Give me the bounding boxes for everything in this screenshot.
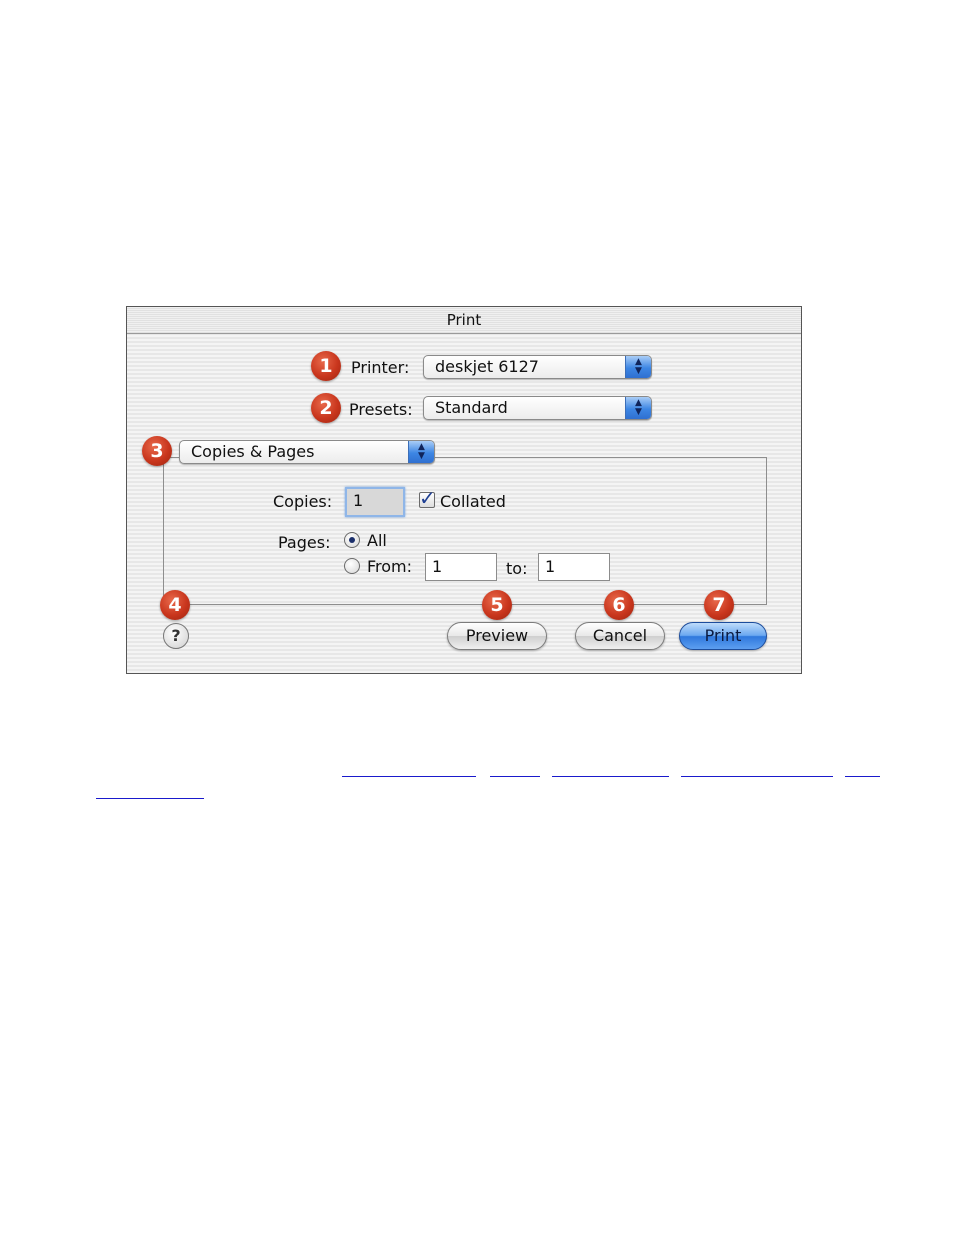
pages-from-radio[interactable] [344, 558, 360, 574]
cancel-button[interactable]: Cancel [575, 622, 665, 650]
help-icon[interactable]: ? [163, 623, 189, 649]
copies-pages-groupbox [163, 457, 767, 605]
link-2[interactable] [490, 760, 540, 777]
callout-5: 5 [482, 590, 512, 620]
link-1[interactable] [342, 760, 476, 777]
printer-label: Printer: [351, 358, 410, 377]
printer-popup[interactable]: deskjet 6127 ▲▼ [423, 355, 652, 379]
presets-popup[interactable]: Standard ▲▼ [423, 396, 652, 420]
link-3[interactable] [552, 760, 669, 777]
up-down-arrows-icon: ▲▼ [408, 441, 434, 463]
presets-label: Presets: [349, 400, 413, 419]
callout-6: 6 [604, 590, 634, 620]
up-down-arrows-icon: ▲▼ [625, 397, 651, 419]
link-4[interactable] [681, 760, 833, 777]
panel-value: Copies & Pages [191, 442, 315, 461]
up-down-arrows-icon: ▲▼ [625, 356, 651, 378]
link-5[interactable] [845, 760, 880, 777]
copies-input[interactable]: 1 [345, 487, 405, 517]
collated-checkbox[interactable]: ✓ [419, 486, 436, 510]
link-6[interactable] [96, 782, 204, 799]
callout-4: 4 [160, 590, 190, 620]
printer-value: deskjet 6127 [435, 357, 539, 376]
collated-label: Collated [440, 492, 506, 511]
callout-1: 1 [311, 351, 341, 381]
link-row [96, 760, 896, 800]
pages-label: Pages: [278, 533, 331, 552]
checkmark-icon: ✓ [419, 486, 436, 510]
presets-value: Standard [435, 398, 508, 417]
callout-2: 2 [311, 393, 341, 423]
panel-popup[interactable]: Copies & Pages ▲▼ [179, 440, 435, 464]
preview-button[interactable]: Preview [447, 622, 547, 650]
copies-label: Copies: [273, 492, 333, 511]
callout-7: 7 [704, 590, 734, 620]
from-page-input[interactable]: 1 [425, 553, 497, 581]
pages-all-radio[interactable] [344, 532, 360, 548]
dialog-title: Print [127, 307, 801, 334]
callout-3: 3 [142, 436, 172, 466]
print-button[interactable]: Print [679, 622, 767, 650]
pages-all-label: All [367, 531, 387, 550]
print-dialog: Print 1 Printer: deskjet 6127 ▲▼ 2 Prese… [126, 306, 802, 674]
to-page-input[interactable]: 1 [538, 553, 610, 581]
to-label: to: [506, 559, 528, 578]
pages-from-label: From: [367, 557, 413, 576]
